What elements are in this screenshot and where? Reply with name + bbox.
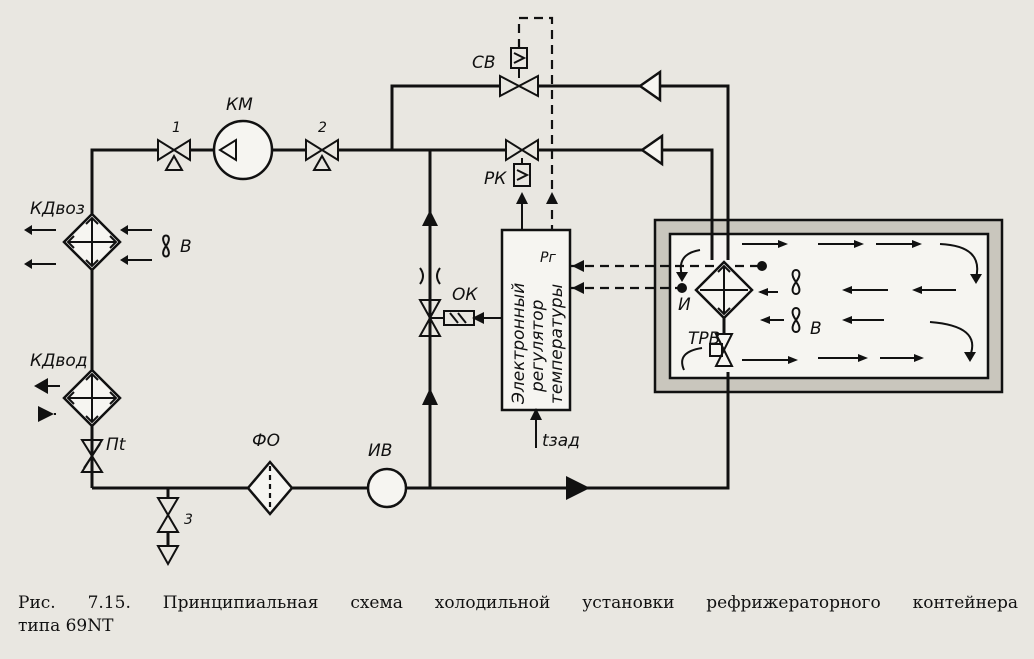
fan-left: В xyxy=(162,234,192,258)
pr-label: Pг xyxy=(540,250,556,266)
valve-pt: Пt xyxy=(80,435,127,473)
valve-1-label: 1 xyxy=(172,120,181,136)
flow-arrows xyxy=(422,69,664,500)
solenoid-valve-sv: СВ xyxy=(472,47,539,98)
figure-caption: Рис. 7.15. Принципиальная схема холодиль… xyxy=(18,593,1018,613)
figure-caption-line-2: типа 69NT xyxy=(18,616,114,636)
condenser-air: КДвоз xyxy=(24,199,152,272)
flow-arrow-top xyxy=(637,69,662,103)
regulator-text-1: Электронный xyxy=(509,283,529,405)
flow-arrow-middle xyxy=(639,133,664,167)
iv-label: ИВ xyxy=(368,441,392,461)
regulator-text-3: температуры xyxy=(547,284,567,404)
bypass-valve xyxy=(418,267,442,337)
filter-drier-fo: ФО xyxy=(246,431,294,516)
valve-1: 1 xyxy=(157,120,191,171)
refrigeration-schematic: 1 2 СВ РК ОК Пt xyxy=(24,16,1004,567)
t-set-label: tзад xyxy=(542,431,580,451)
control-valve-rk: РК xyxy=(484,138,539,189)
condenser-water: КДвод xyxy=(30,351,122,428)
regulator-text-2: регулятор xyxy=(528,299,548,393)
compressor-km: КМ xyxy=(212,95,274,181)
pt-label: Пt xyxy=(106,435,127,455)
valve-2-label: 2 xyxy=(318,120,327,136)
km-label: КМ xyxy=(226,95,253,115)
evaporator-label: И xyxy=(678,295,691,315)
electronic-regulator: Электронный регулятор температуры Pг xyxy=(500,228,572,412)
evaporator: И xyxy=(678,260,754,320)
valve-2: 2 xyxy=(305,120,339,171)
sight-glass-iv: ИВ xyxy=(366,441,408,509)
fo-label: ФО xyxy=(252,431,280,451)
trv-label: ТРВ xyxy=(688,329,720,349)
fan-right-label: В xyxy=(810,319,822,339)
valve-3: 3 xyxy=(156,497,193,567)
fan-left-label: В xyxy=(180,237,192,257)
expansion-valve-trv: ТРВ xyxy=(688,318,734,367)
air-flow-arrows xyxy=(676,240,982,371)
kd-water-label: КДвод xyxy=(30,351,88,371)
flow-arrow-liquid xyxy=(566,476,590,500)
rk-label: РК xyxy=(484,169,507,189)
sv-label: СВ xyxy=(472,53,496,73)
fan-right: В xyxy=(791,269,822,339)
ok-label: ОК xyxy=(452,285,478,305)
valve-3-label: 3 xyxy=(184,512,193,528)
flow-arrow-bypass-up xyxy=(422,210,438,226)
flow-arrow-bypass-low xyxy=(422,388,438,405)
kd-air-label: КДвоз xyxy=(30,199,85,219)
pipeline xyxy=(90,84,730,498)
